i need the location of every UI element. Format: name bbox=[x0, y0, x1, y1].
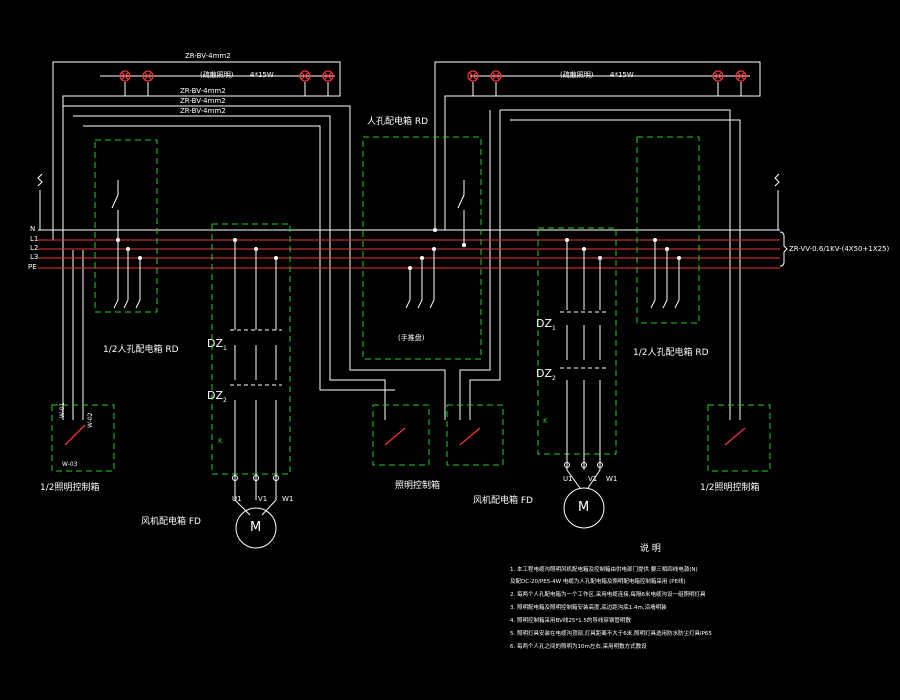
motor-right-label: M bbox=[578, 500, 590, 515]
lamp-left-power: 4*15W bbox=[250, 71, 274, 79]
rd-box-left bbox=[94, 139, 158, 313]
lightbox-title-left: 1/2照明控制箱 bbox=[40, 483, 100, 493]
lightbox-title-right: 1/2照明控制箱 bbox=[700, 483, 760, 493]
break-mark-left bbox=[37, 173, 43, 187]
fd-box-left bbox=[211, 223, 291, 475]
v1-right: V1 bbox=[588, 475, 598, 483]
cable-right-d bbox=[469, 110, 501, 420]
w-label-2: W-02 bbox=[87, 412, 94, 429]
break-mark-right bbox=[774, 173, 780, 187]
dz1-label-left: DZ1 bbox=[207, 337, 227, 353]
lamp-feeder-right bbox=[434, 61, 761, 230]
bus-label-n: N bbox=[30, 225, 36, 233]
w-label-1: W-01 bbox=[59, 402, 66, 419]
rd-title-left: 1/2人孔配电箱 RD bbox=[103, 345, 179, 355]
lightbox-mid-b bbox=[446, 404, 504, 466]
motor-left-label: M bbox=[250, 520, 262, 535]
lightbox-right bbox=[707, 404, 771, 472]
fd-title-left: 风机配电箱 FD bbox=[141, 517, 201, 527]
fd-box-right bbox=[537, 227, 617, 455]
dz2-label-left: DZ2 bbox=[207, 389, 227, 405]
note-line-4: 3. 照明配电箱及照明控制箱安装高度,底边距沟底1.4m,沿墙明装 bbox=[510, 605, 667, 611]
rd-box-right bbox=[636, 136, 700, 324]
fd-title-right: 风机配电箱 FD bbox=[473, 496, 533, 506]
lamps bbox=[119, 70, 747, 82]
lamp-left-desc: (疏散照明) bbox=[200, 71, 234, 79]
u1-left: U1 bbox=[232, 495, 242, 503]
cable-right-c bbox=[459, 110, 491, 420]
main-cable-label: ZR-VV-0.6/1KV-(4X50+1X25) bbox=[789, 245, 890, 253]
cable-label-b: ZR-BV-4mm2 bbox=[180, 97, 226, 105]
cable-label-c: ZR-BV-4mm2 bbox=[180, 107, 226, 115]
note-line-3: 2. 每两个人孔配电箱为一个工作区,采用电缆连接,每隔6米电缆沟设一组照明灯具 bbox=[510, 592, 706, 598]
note-line-2: 及配DC-20/PE5-4W 电缆为人孔配电箱及照明配电箱控制箱采用 (PE线) bbox=[510, 579, 686, 585]
rd-title-right: 1/2人孔配电箱 RD bbox=[633, 348, 709, 358]
dz2-label-right: DZ2 bbox=[536, 367, 556, 383]
bus-label-l1: L1 bbox=[30, 235, 39, 243]
cable-label-top: ZR-BV-4mm2 bbox=[185, 52, 231, 60]
notes-title: 说 明 bbox=[640, 544, 661, 554]
bus-label-pe: PE bbox=[28, 263, 37, 271]
motor-left bbox=[235, 507, 277, 549]
note-line-1: 1. 本工程电缆沟照明风机配电箱及控制箱由供电部门提供 要三相四线电源(N) bbox=[510, 567, 698, 573]
w1-right: W1 bbox=[606, 475, 618, 483]
u1-right: U1 bbox=[563, 475, 573, 483]
note-line-7: 6. 每两个人孔之间的照明为10m左右,采用明敷方式敷设 bbox=[510, 644, 647, 650]
cable-right-b bbox=[510, 119, 741, 420]
cable-to-rd-a bbox=[63, 105, 446, 420]
bus-label-l2: L2 bbox=[30, 244, 39, 252]
note-line-6: 5. 照明灯具安装在电缆沟顶部,灯具距离不大于6米,照明灯具选用防水防尘灯具IP… bbox=[510, 631, 712, 637]
lightbox-mid-a bbox=[372, 404, 430, 466]
w1-left: W1 bbox=[282, 495, 294, 503]
rd-title-top: 人孔配电箱 RD bbox=[367, 117, 429, 127]
manual-switch-label: (手推盘) bbox=[398, 334, 425, 342]
cable-to-rd-b bbox=[73, 115, 386, 420]
k-label-right: K bbox=[543, 417, 548, 425]
cable-bracket bbox=[779, 231, 788, 267]
rd-box-center bbox=[362, 136, 482, 360]
lightbox-title-mid: 照明控制箱 bbox=[395, 481, 441, 491]
lamp-feeder-left bbox=[52, 61, 341, 240]
note-line-5: 4. 照明控制箱采用BV线25*1.5的导线穿钢管明敷 bbox=[510, 618, 631, 624]
v1-left: V1 bbox=[258, 495, 268, 503]
k-label-left: K bbox=[218, 437, 223, 445]
lamp-right-power: 4*15W bbox=[610, 71, 634, 79]
dz1-label-right: DZ1 bbox=[536, 317, 556, 333]
cable-label-a: ZR-BV-4mm2 bbox=[180, 87, 226, 95]
lightbox-left bbox=[51, 404, 115, 472]
motor-right bbox=[563, 487, 605, 529]
lamp-right-desc: (疏散照明) bbox=[560, 71, 594, 79]
bus-label-l3: L3 bbox=[30, 253, 39, 261]
cable-right-a bbox=[500, 109, 731, 420]
w-label-3: W-03 bbox=[62, 461, 78, 468]
